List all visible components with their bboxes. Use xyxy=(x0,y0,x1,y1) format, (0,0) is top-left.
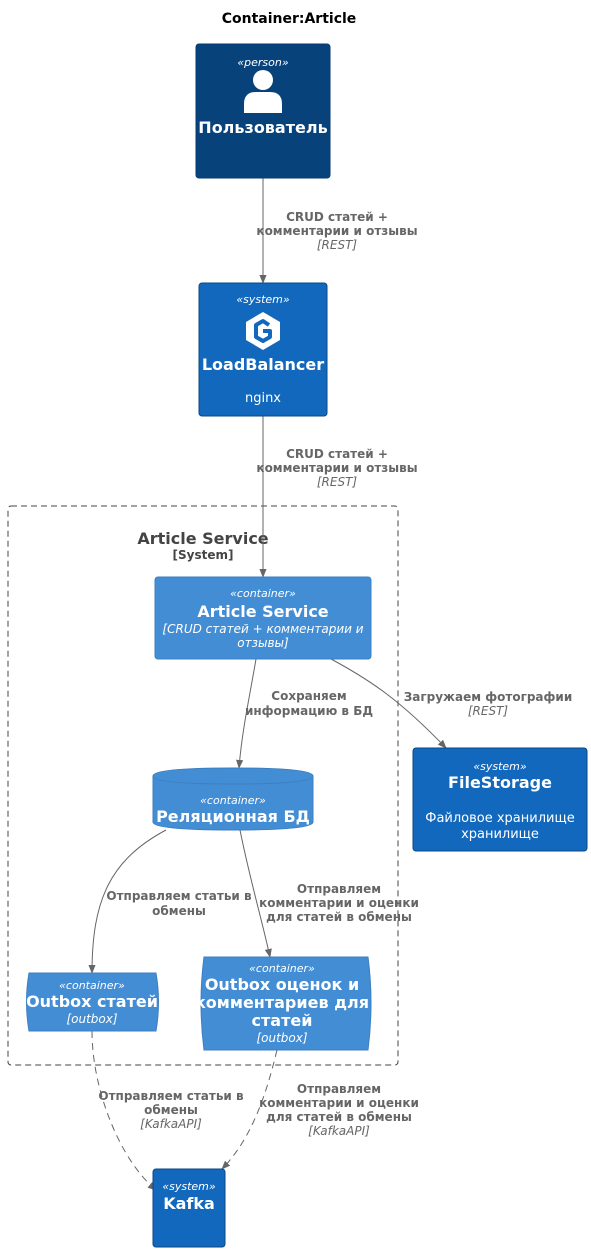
svg-text:комментарии и отзывы: комментарии и отзывы xyxy=(256,224,417,238)
nginx-icon xyxy=(246,312,280,350)
svg-text:хранилище: хранилище xyxy=(461,827,539,842)
edge-db-outbox-articles xyxy=(88,829,167,974)
svg-text:Загружаем фотографии: Загружаем фотографии xyxy=(404,690,573,704)
svg-text:статей: статей xyxy=(252,1011,313,1030)
svg-text:Отправляем статьи в: Отправляем статьи в xyxy=(106,889,252,903)
diagram-title: Container:Article xyxy=(222,11,357,27)
edge-label-article-db: Сохраняем информацию в БД xyxy=(245,689,373,718)
edges xyxy=(88,178,447,1191)
edge-label-outbox-ratings-kafka: Отправляем комментарии и оценки для стат… xyxy=(259,1082,419,1138)
svg-text:Отправляем: Отправляем xyxy=(297,882,381,896)
edge-label-user-lb: CRUD статей + комментарии и отзывы [REST… xyxy=(256,210,417,252)
node-filestorage[interactable]: «system» FileStorage Файловое хранилище … xyxy=(412,747,588,852)
svg-text:[outbox]: [outbox] xyxy=(66,1012,117,1026)
svg-text:Отправляем: Отправляем xyxy=(297,1082,381,1096)
svg-text:[outbox]: [outbox] xyxy=(256,1031,307,1045)
edge-label-outbox-articles-kafka: Отправляем статьи в обмены [KafkaAPI] xyxy=(98,1089,244,1131)
svg-text:[CRUD статей + комментарии и: [CRUD статей + комментарии и xyxy=(162,622,363,636)
svg-text:комментариев для: комментариев для xyxy=(195,993,369,1012)
svg-text:Article Service: Article Service xyxy=(197,602,328,621)
svg-text:Outbox оценок и: Outbox оценок и xyxy=(205,975,359,994)
node-kafka[interactable]: «system» Kafka xyxy=(152,1168,226,1248)
svg-text:обмены: обмены xyxy=(152,904,206,918)
svg-text:«system»: «system» xyxy=(236,293,290,306)
node-relational-db[interactable]: «container» Реляционная БД xyxy=(152,767,314,831)
svg-text:«container»: «container» xyxy=(59,979,125,992)
svg-text:отзывы]: отзывы] xyxy=(237,636,289,650)
edge-db-outbox-ratings xyxy=(239,829,272,958)
svg-text:«system»: «system» xyxy=(162,1180,216,1193)
svg-text:«container»: «container» xyxy=(230,587,296,600)
svg-text:Сохраняем: Сохраняем xyxy=(271,689,346,703)
svg-text:информацию в БД: информацию в БД xyxy=(245,704,373,718)
boundary-title: Article Service xyxy=(137,529,268,548)
svg-text:nginx: nginx xyxy=(245,391,281,406)
svg-text:Outbox статей: Outbox статей xyxy=(26,992,158,1011)
svg-text:FileStorage: FileStorage xyxy=(448,773,552,792)
node-user[interactable]: «person» Пользователь xyxy=(195,43,331,179)
system-boundary: Article Service [System] xyxy=(7,505,399,1066)
svg-text:для статей в обмены: для статей в обмены xyxy=(266,1110,412,1124)
svg-text:обмены: обмены xyxy=(144,1103,198,1117)
svg-text:CRUD статей +: CRUD статей + xyxy=(286,210,388,224)
svg-text:комментарии и отзывы: комментарии и отзывы xyxy=(256,461,417,475)
svg-text:для статей в обмены: для статей в обмены xyxy=(266,910,412,924)
node-outbox-ratings[interactable]: «container» Outbox оценок и комментариев… xyxy=(195,956,372,1051)
svg-text:комментарии и оценки: комментарии и оценки xyxy=(259,896,419,910)
edge-label-db-outbox-articles: Отправляем статьи в обмены xyxy=(106,889,252,918)
svg-text:«container»: «container» xyxy=(200,794,266,807)
edge-outbox-articles-kafka xyxy=(91,1030,157,1191)
svg-text:«person»: «person» xyxy=(237,56,288,69)
svg-text:[REST]: [REST] xyxy=(468,704,509,718)
svg-text:[KafkaAPI]: [KafkaAPI] xyxy=(140,1117,202,1131)
svg-text:«system»: «system» xyxy=(473,760,527,773)
svg-text:Отправляем статьи в: Отправляем статьи в xyxy=(98,1089,244,1103)
person-icon xyxy=(244,70,282,113)
edge-label-db-outbox-ratings: Отправляем комментарии и оценки для стат… xyxy=(259,882,419,924)
svg-text:[KafkaAPI]: [KafkaAPI] xyxy=(308,1124,370,1138)
svg-text:Пользователь: Пользователь xyxy=(198,118,327,137)
svg-text:Реляционная БД: Реляционная БД xyxy=(156,807,310,826)
svg-text:Файловое хранилище: Файловое хранилище xyxy=(425,811,574,826)
svg-text:комментарии и оценки: комментарии и оценки xyxy=(259,1096,419,1110)
svg-text:CRUD статей +: CRUD статей + xyxy=(286,447,388,461)
edge-label-lb-article: CRUD статей + комментарии и отзывы [REST… xyxy=(256,447,417,489)
edge-article-db xyxy=(236,658,257,769)
svg-text:«container»: «container» xyxy=(249,962,315,975)
svg-text:[REST]: [REST] xyxy=(317,238,358,252)
edge-outbox-ratings-kafka xyxy=(221,1049,278,1170)
edge-label-article-filestorage: Загружаем фотографии [REST] xyxy=(404,690,573,718)
svg-text:LoadBalancer: LoadBalancer xyxy=(202,355,324,374)
svg-text:[REST]: [REST] xyxy=(317,475,358,489)
node-article-service[interactable]: «container» Article Service [CRUD статей… xyxy=(154,576,372,660)
boundary-type: [System] xyxy=(173,548,234,562)
node-outbox-articles[interactable]: «container» Outbox статей [outbox] xyxy=(26,972,159,1032)
svg-text:Kafka: Kafka xyxy=(163,1194,215,1213)
node-loadbalancer[interactable]: «system» LoadBalancer nginx xyxy=(198,282,328,417)
edge-article-filestorage xyxy=(330,658,447,749)
